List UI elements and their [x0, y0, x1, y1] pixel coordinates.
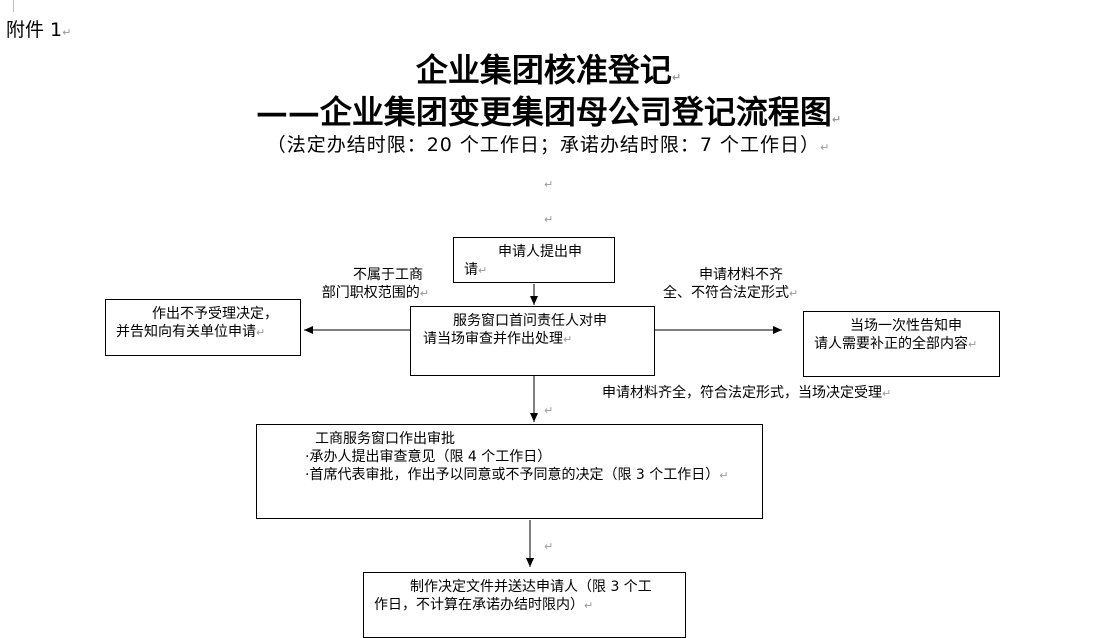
deliver-box: 制作决定文件并送达申请人（限 3 个工 作日，不计算在承诺办结时限内）↵: [363, 572, 686, 638]
apply-box: 申请人提出申 请↵: [453, 237, 615, 283]
attachment-label: 附件 1↵: [6, 19, 72, 41]
empty-paragraph: ↵: [544, 213, 554, 226]
reject-box: 作出不予受理决定， 并告知向有关单位申请↵: [105, 299, 301, 356]
notify-box: 当场一次性告知申 请人需要补正的全部内容↵: [803, 311, 1000, 377]
subtitle: （法定办结时限：20 个工作日；承诺办结时限：7 个工作日）↵: [266, 134, 831, 156]
approve-box: 工商服务窗口作出审批 ·承办人提出审查意见（限 4 个工作日） ·首席代表审批，…: [256, 424, 763, 519]
empty-paragraph: ↵: [544, 178, 554, 191]
empty-paragraph: ↵: [544, 404, 554, 417]
label-not-in-scope: 不属于工商 部门职权范围的↵: [321, 267, 429, 301]
label-incomplete: 申请材料不齐 全、不符合法定形式↵: [663, 267, 799, 301]
label-accepted: 申请材料齐全，符合法定形式，当场决定受理↵: [602, 385, 892, 401]
empty-paragraph: ↵: [544, 540, 554, 553]
title-line-1: 企业集团核准登记↵: [415, 51, 682, 89]
review-box: 服务窗口首问责任人对申 请当场审查并作出处理↵: [410, 306, 655, 376]
title-line-2: ——企业集团变更集团母公司登记流程图↵: [255, 93, 842, 131]
